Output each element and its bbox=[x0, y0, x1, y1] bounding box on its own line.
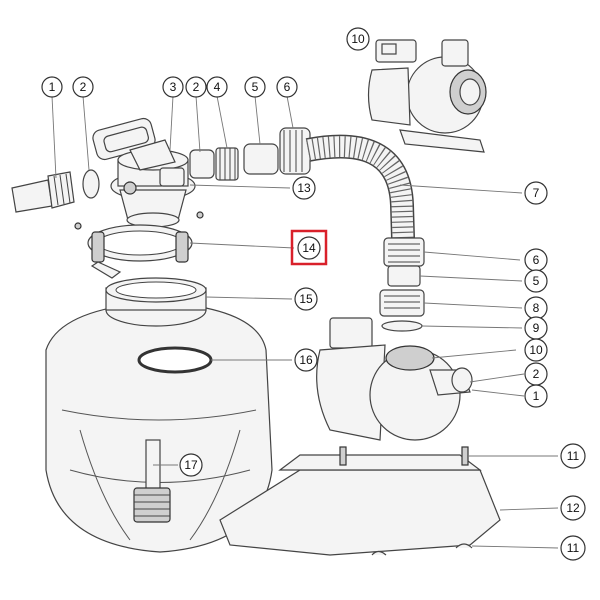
callout-1-right: 1 bbox=[524, 384, 548, 408]
callout-2-top-left: 2 bbox=[72, 76, 94, 98]
callout-label: 2 bbox=[193, 80, 200, 94]
callout-label: 15 bbox=[299, 292, 313, 306]
screw-right-drawing bbox=[196, 211, 204, 219]
callout-5-right: 5 bbox=[524, 269, 548, 293]
callout-11-lower: 11 bbox=[560, 535, 586, 561]
o-ring-left-drawing bbox=[82, 169, 100, 199]
callout-label: 5 bbox=[533, 274, 540, 288]
callout-10-top: 10 bbox=[346, 27, 370, 51]
callout-label: 6 bbox=[533, 253, 540, 267]
callout-label: 13 bbox=[297, 181, 311, 195]
callout-label: 1 bbox=[49, 80, 56, 94]
flexible-hose-drawing bbox=[305, 134, 415, 239]
screw-left-drawing bbox=[74, 222, 82, 230]
callout-label: 4 bbox=[214, 80, 221, 94]
pump-base-drawing bbox=[219, 317, 501, 556]
callout-label: 9 bbox=[533, 321, 540, 335]
callout-14-highlighted: 14 bbox=[297, 236, 321, 260]
leader-lines bbox=[51, 95, 559, 549]
callout-label: 16 bbox=[299, 353, 313, 367]
callout-label: 10 bbox=[529, 343, 543, 357]
callout-17: 17 bbox=[179, 453, 203, 477]
callout-label: 6 bbox=[284, 80, 291, 94]
callout-4: 4 bbox=[206, 76, 228, 98]
callout-label: 2 bbox=[80, 80, 87, 94]
callout-13: 13 bbox=[292, 176, 316, 200]
callout-10-right: 10 bbox=[524, 338, 548, 362]
valve-outlet-fittings-drawing bbox=[189, 127, 311, 181]
callout-label: 5 bbox=[252, 80, 259, 94]
callout-1-top-left: 1 bbox=[41, 76, 63, 98]
callout-7: 7 bbox=[524, 181, 548, 205]
callout-2-right: 2 bbox=[524, 362, 548, 386]
hose-adapter-left-drawing bbox=[11, 171, 75, 213]
callout-label: 3 bbox=[170, 80, 177, 94]
pump-top-drawing bbox=[367, 39, 487, 153]
callout-label: 17 bbox=[184, 458, 198, 472]
clamp-ring-drawing bbox=[87, 224, 193, 279]
callout-label: 14 bbox=[302, 241, 316, 255]
callout-label: 8 bbox=[533, 301, 540, 315]
callout-8: 8 bbox=[524, 296, 548, 320]
filter-tank-drawing bbox=[45, 277, 273, 553]
callout-15: 15 bbox=[294, 287, 318, 311]
callout-5-top: 5 bbox=[244, 76, 266, 98]
callout-6-right: 6 bbox=[524, 248, 548, 272]
callout-16: 16 bbox=[294, 348, 318, 372]
highlight-box bbox=[290, 229, 328, 266]
callout-label: 11 bbox=[567, 541, 580, 555]
callout-12: 12 bbox=[560, 495, 586, 521]
callout-label: 11 bbox=[567, 449, 580, 463]
callout-label: 10 bbox=[351, 32, 365, 46]
callout-11-upper: 11 bbox=[560, 443, 586, 469]
callout-label: 7 bbox=[533, 186, 540, 200]
callout-6-top: 6 bbox=[276, 76, 298, 98]
callout-9: 9 bbox=[524, 316, 548, 340]
hose-fittings-vertical-drawing bbox=[379, 237, 425, 332]
valve-assembly-drawing bbox=[92, 117, 196, 228]
callout-label: 12 bbox=[566, 501, 580, 515]
callout-2-top-middle: 2 bbox=[185, 76, 207, 98]
callout-3: 3 bbox=[162, 76, 184, 98]
callout-label: 1 bbox=[533, 389, 540, 403]
callout-label: 2 bbox=[533, 367, 540, 381]
